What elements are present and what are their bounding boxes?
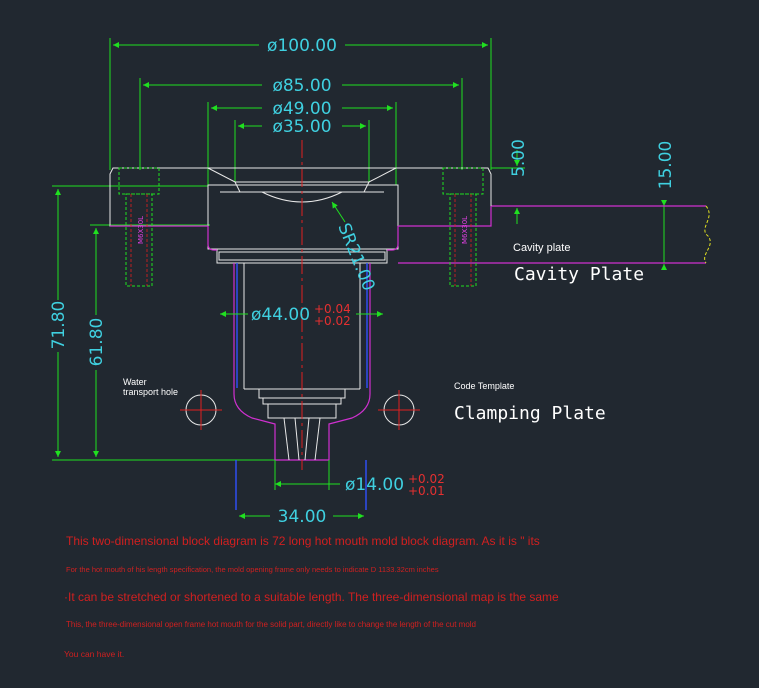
cavity-plate-outline xyxy=(398,205,711,264)
dimension-h5-text: 5.00 xyxy=(509,139,529,177)
dimension-w34: 34.00 xyxy=(239,507,364,527)
dimension-d100: ø100.00 xyxy=(109,36,492,170)
note-line-1: This two-dimensional block diagram is 72… xyxy=(66,534,540,548)
water-hole-left xyxy=(180,390,222,430)
dimension-w34-text: 34.00 xyxy=(278,507,327,527)
screw-right-label: M6X30L xyxy=(461,216,469,244)
cavity-plate-large-label: Cavity Plate xyxy=(514,264,644,285)
water-hole-right xyxy=(378,390,420,430)
dimension-h5: 5.00 xyxy=(491,139,529,224)
note-line-3: ·It can be stretched or shortened to a s… xyxy=(64,590,559,604)
note-line-4: This, the three-dimensional open frame h… xyxy=(66,620,476,629)
dimension-d49-text: ø49.00 xyxy=(272,99,331,119)
dimension-d44-text: ø44.00 xyxy=(251,305,310,325)
screw-right: M6X30L xyxy=(442,167,484,287)
dimension-d44: ø44.00 +0.04 +0.02 xyxy=(220,302,383,328)
dimension-d35: ø35.00 xyxy=(234,117,370,182)
screw-left-label: M6X30L xyxy=(137,216,145,244)
dimension-d14-tol-lower: +0.01 xyxy=(408,484,445,498)
dimension-d14-tol-upper: +0.02 xyxy=(408,472,445,486)
dimension-d100-text: ø100.00 xyxy=(267,36,337,56)
dimension-d44-tol-upper: +0.04 xyxy=(314,302,351,316)
code-template-label: Code Template xyxy=(454,381,514,391)
water-hole-label-line1: Water xyxy=(123,377,147,387)
dimension-sr-text: SR21.00 xyxy=(333,220,378,294)
dimension-d85: ø85.00 xyxy=(139,76,463,170)
dimension-h15: 15.00 xyxy=(656,141,676,270)
dimension-h71: 71.80 xyxy=(49,185,275,461)
dimension-sr: SR21.00 xyxy=(331,201,379,294)
hot-nozzle-body xyxy=(109,167,492,510)
dimension-d44-tol-lower: +0.02 xyxy=(314,314,351,328)
dimension-d49: ø49.00 xyxy=(207,99,397,185)
note-line-2: For the hot mouth of his length specific… xyxy=(66,565,439,574)
dimension-d85-text: ø85.00 xyxy=(272,76,331,96)
dimension-h15-text: 15.00 xyxy=(656,141,676,190)
dimension-d14-text: ø14.00 xyxy=(345,475,404,495)
clamping-plate-label: Clamping Plate xyxy=(454,403,606,424)
dimension-d14: ø14.00 +0.02 +0.01 xyxy=(274,460,445,498)
note-line-5: You can have it. xyxy=(64,649,124,659)
screw-left: M6X30L xyxy=(118,167,160,287)
water-hole-label-line2: transport hole xyxy=(123,387,178,397)
cavity-plate-small-label: Cavity plate xyxy=(513,242,570,254)
dimension-h61-text: 61.80 xyxy=(87,318,107,367)
dimension-h71-text: 71.80 xyxy=(49,301,69,350)
dimension-d35-text: ø35.00 xyxy=(272,117,331,137)
